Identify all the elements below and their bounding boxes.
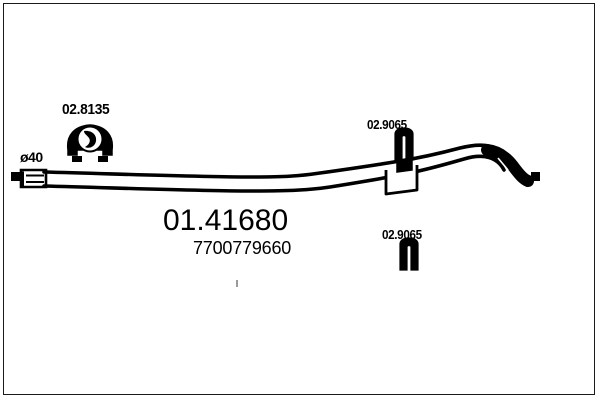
pipe-outline-bottom xyxy=(42,154,506,193)
rubber-hanger-icon xyxy=(66,124,114,162)
oem-reference-number: 7700779660 xyxy=(193,238,292,258)
sleeve-body xyxy=(19,168,48,189)
right-edge-tick xyxy=(531,172,540,181)
sleeve-bore-lines xyxy=(26,174,44,183)
bracket-plate xyxy=(384,165,419,196)
pipe-diameter-label: ø40 xyxy=(20,149,43,165)
artifact-tick xyxy=(236,280,238,287)
hanger-foot-right xyxy=(98,156,108,162)
flex-joint-highlight xyxy=(497,157,509,171)
flex-joint-body xyxy=(481,144,534,187)
left-edge-tick xyxy=(11,172,20,181)
clamp-bottom-part-label: 02.9065 xyxy=(382,227,422,242)
main-part-number: 01.41680 xyxy=(163,204,289,237)
faint-artifact-mark xyxy=(236,280,238,287)
clamp-top-part-label: 02.9065 xyxy=(367,117,407,132)
bracket-top-block xyxy=(396,160,413,173)
pipe-clamp-icon-top xyxy=(394,127,414,161)
pipe-mounting-bracket xyxy=(384,160,419,196)
pipe-clamp-icon-bottom xyxy=(399,237,419,271)
drawing-frame-border xyxy=(3,3,595,395)
hanger-foot-left xyxy=(72,156,82,162)
hanger-core xyxy=(84,130,97,148)
left-end-sleeve xyxy=(11,168,48,189)
clamp-body-bottom xyxy=(399,237,419,271)
clamp-body-top xyxy=(394,127,414,161)
right-end-flex-joint xyxy=(481,144,540,187)
hanger-part-label: 02.8135 xyxy=(62,101,110,118)
